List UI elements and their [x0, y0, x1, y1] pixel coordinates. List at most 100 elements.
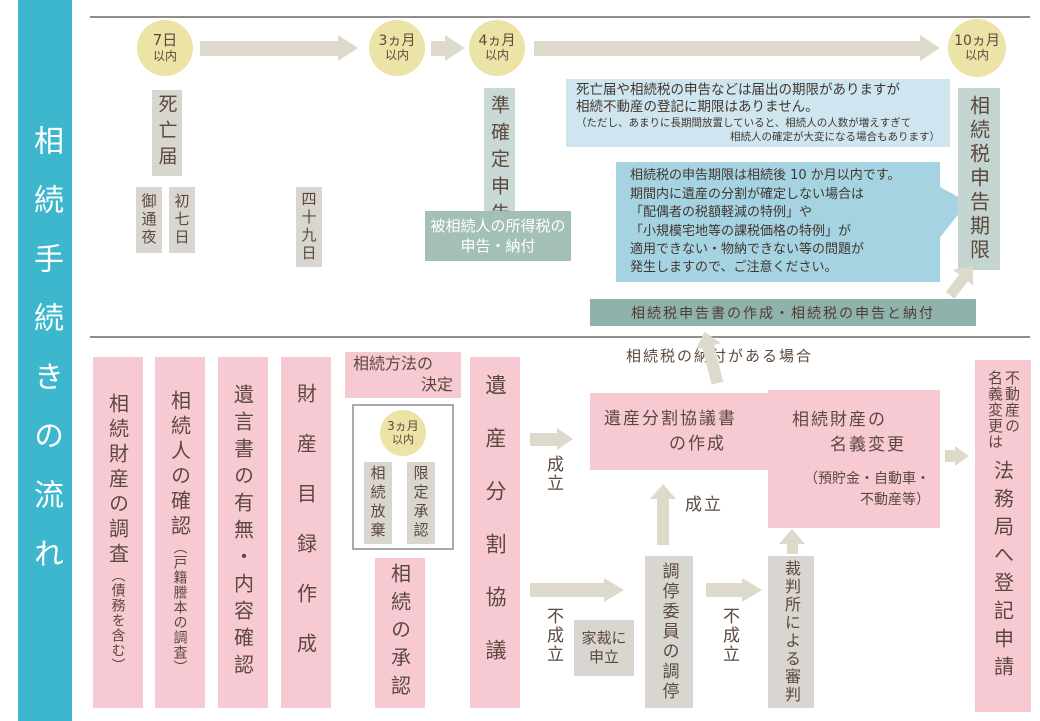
deadline-note: 相続税の申告期限は相続後 10 か月以内です。 期間内に遺産の分割が確定しない場…: [616, 162, 940, 282]
method-decision-line2: 決定: [420, 375, 453, 394]
forty-ninth-label: 四十九日: [299, 191, 318, 263]
registry-small2: 名義変更は: [986, 370, 1004, 450]
three-months-label: 3ヵ月: [387, 418, 419, 433]
arrow-to-registry: [945, 446, 969, 466]
three-months-sub: 以内: [392, 432, 414, 446]
income-tax-line2: 申告・納付: [460, 237, 536, 255]
first-seventh-label: 初七日: [172, 193, 191, 247]
column-label: 相続財産の調査（債務を含む）: [104, 393, 133, 673]
arrow-mediation-established: [650, 484, 676, 545]
milestone-label: 10ヵ月: [954, 33, 1000, 50]
milestone-3months: 3ヵ月 以内: [369, 20, 425, 76]
wake-label: 御通夜: [139, 193, 158, 247]
method-decision-box: 相続方法の 決定: [345, 352, 461, 398]
division-council-label: 遺産分割協議: [483, 373, 507, 692]
registration-note-line2: 相続不動産の登記に期限はありません。: [576, 99, 819, 116]
tax-filing-bar: 相続税申告書の作成・相続税の申告と納付: [590, 299, 976, 326]
arrow-established: [530, 428, 573, 450]
renunciation-box: 相続放棄: [364, 462, 392, 544]
deadline-note-line6: 発生しますので、ご注意ください。: [630, 260, 838, 276]
trial-box: 裁判所による審判: [768, 556, 814, 708]
milestone-label: 3ヵ月: [378, 33, 416, 50]
registry-large: 法務局へ登記申請: [990, 460, 1015, 684]
family-court-line2: 申立: [588, 648, 619, 666]
agreement-doc-box: 遺産分割協議書 の作成: [590, 393, 770, 470]
death-notice-box: 死亡届: [152, 90, 182, 176]
arrow-not-established-2: [706, 578, 762, 602]
forty-ninth-box: 四十九日: [296, 187, 322, 267]
milestone-4months: 4ヵ月 以内: [469, 20, 525, 76]
trial-label: 裁判所による審判: [782, 560, 801, 704]
name-change-line1: 相続財産の: [792, 409, 887, 430]
approval-box: 相続の承認: [375, 558, 425, 708]
section-divider-line: [90, 336, 1030, 338]
page-title: 相続手続きの流れ: [28, 124, 63, 597]
tax-deadline-box: 相続税申告期限: [958, 88, 1000, 270]
arrow-not-established-1: [530, 578, 624, 602]
death-notice-label: 死亡届: [155, 94, 178, 172]
limited-approval-label: 限定承認: [411, 465, 430, 541]
registry-column: 不動産の 名義変更は 法務局へ登記申請: [975, 360, 1031, 712]
name-change-line2: 名義変更: [830, 435, 906, 455]
sidebar-banner: 相続手続きの流れ: [18, 0, 72, 721]
name-change-sub1: （預貯金・自動車・: [804, 470, 930, 487]
column-inventory: 財産目録作成: [281, 357, 331, 708]
column-sub: （戸籍謄本の調査）: [171, 540, 188, 675]
registration-note-sub2: 相続人の確定が大変になる場合もあります）: [730, 130, 940, 143]
deadline-note-line2: 期間内に遺産の分割が確定しない場合は: [630, 186, 865, 202]
registry-small-lines: 不動産の 名義変更は: [986, 370, 1021, 458]
column-estate-survey: 相続財産の調査（債務を含む）: [93, 357, 143, 708]
registry-small1: 不動産の: [1003, 370, 1021, 434]
wake-box: 御通夜: [136, 187, 162, 253]
arrow-trial-up: [779, 529, 805, 554]
deadline-note-line4: 「小規模宅地等の課税価格の特例」が: [630, 223, 852, 239]
method-decision-line1: 相続方法の: [353, 354, 434, 374]
column-main: 相続財産の調査: [105, 392, 130, 568]
mediation-box: 調停委員の調停: [645, 556, 693, 708]
mediation-label: 調停委員の調停: [658, 562, 679, 702]
not-established-label-1: 不成立: [543, 607, 563, 664]
limited-approval-box: 限定承認: [407, 462, 435, 544]
column-heir-confirmation: 相続人の確認（戸籍謄本の調査）: [155, 357, 205, 708]
column-will-check: 遺言書の有無・内容確認: [218, 357, 268, 708]
milestone-label: 4ヵ月: [478, 33, 516, 50]
renunciation-label: 相続放棄: [368, 465, 387, 541]
registration-note-sub1: （ただし、あまりに長期間放置していると、相続人の人数が増えすぎて: [576, 116, 912, 129]
timeline-arrow-2: [431, 35, 465, 61]
deadline-note-line5: 適用できない・物納できない等の問題が: [630, 241, 865, 257]
division-council-box: 遺産分割協議: [470, 357, 520, 708]
milestone-sub: 以内: [384, 48, 409, 63]
registration-note-line1: 死亡届や相続税の申告などは届出の期限がありますが: [576, 81, 900, 98]
approval-label: 相続の承認: [387, 563, 412, 703]
name-change-box: 相続財産の 名義変更 （預貯金・自動車・ 不動産等）: [768, 390, 940, 528]
column-label: 相続人の確認（戸籍謄本の調査）: [166, 390, 195, 675]
timeline-arrow-3: [534, 35, 940, 61]
family-court-line1: 家裁に: [581, 628, 627, 647]
not-established-label-2: 不成立: [719, 607, 739, 664]
timeline-arrow-1: [200, 35, 358, 61]
established-label-1: 成立: [543, 455, 563, 493]
family-court-box: 家裁に 申立: [574, 620, 634, 676]
column-label: 財産目録作成: [293, 382, 318, 683]
milestone-sub: 以内: [484, 48, 509, 63]
milestone-sub: 以内: [152, 48, 177, 63]
income-tax-line1: 被相続人の所得税の: [430, 216, 566, 235]
payment-case-label: 相続税の納付がある場合: [626, 347, 814, 365]
established-label-2: 成立: [685, 495, 723, 515]
tax-deadline-label: 相続税申告期限: [966, 95, 991, 263]
first-seventh-box: 初七日: [169, 187, 195, 253]
tax-filing-bar-label: 相続税申告書の作成・相続税の申告と納付: [631, 305, 935, 322]
top-border-line: [90, 16, 1030, 18]
milestone-sub: 以内: [964, 48, 989, 63]
milestone-label: 7日: [152, 31, 178, 50]
quasi-final-return-label: 準確定申告: [488, 94, 510, 230]
agreement-line2: の作成: [669, 433, 726, 454]
registration-note: 死亡届や相続税の申告などは届出の期限がありますが 相続不動産の登記に期限はありま…: [566, 79, 950, 147]
milestone-10months: 10ヵ月 以内: [948, 19, 1006, 77]
deadline-note-line1: 相続税の申告期限は相続後 10 か月以内です。: [630, 168, 901, 184]
column-label: 遺言書の有無・内容確認: [230, 384, 255, 681]
milestone-7days: 7日 以内: [137, 20, 193, 76]
name-change-sub2: 不動産等）: [860, 491, 930, 508]
three-months-circle: 3ヵ月 以内: [380, 410, 426, 456]
